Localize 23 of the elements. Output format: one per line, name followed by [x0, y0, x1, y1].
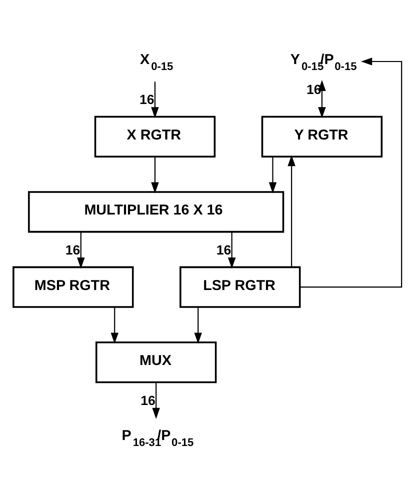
- node-box: MSP RGTR: [12, 266, 134, 308]
- edge-label: 16: [140, 392, 155, 408]
- node-box: Y RGTR: [260, 115, 382, 157]
- edge-label: 16: [216, 242, 231, 258]
- arrow: [152, 382, 160, 418]
- arrow: [76, 232, 84, 268]
- arrow: [300, 57, 402, 288]
- node-box: LSP RGTR: [179, 266, 300, 308]
- node-text: P$_{16-31}$/P$_{0-15}$: [121, 428, 194, 449]
- arrow: [268, 156, 276, 193]
- arrow: [150, 81, 158, 118]
- arrow: [150, 156, 158, 193]
- arrow: [287, 154, 295, 267]
- edge-label: 16: [138, 92, 154, 107]
- node-box: MULTIPLIER 16 X 16: [28, 190, 284, 232]
- node-text: X$_{0-15}$: [140, 52, 173, 73]
- arrow: [110, 306, 118, 344]
- node-text: Y$_{0-15}$/P$_{0-15}$: [290, 52, 356, 73]
- node-box: X RGTR: [94, 115, 216, 157]
- arrow: [227, 232, 236, 268]
- node-box: MUX: [94, 341, 216, 383]
- arrow: [194, 306, 202, 344]
- edge-label: 16: [64, 242, 80, 258]
